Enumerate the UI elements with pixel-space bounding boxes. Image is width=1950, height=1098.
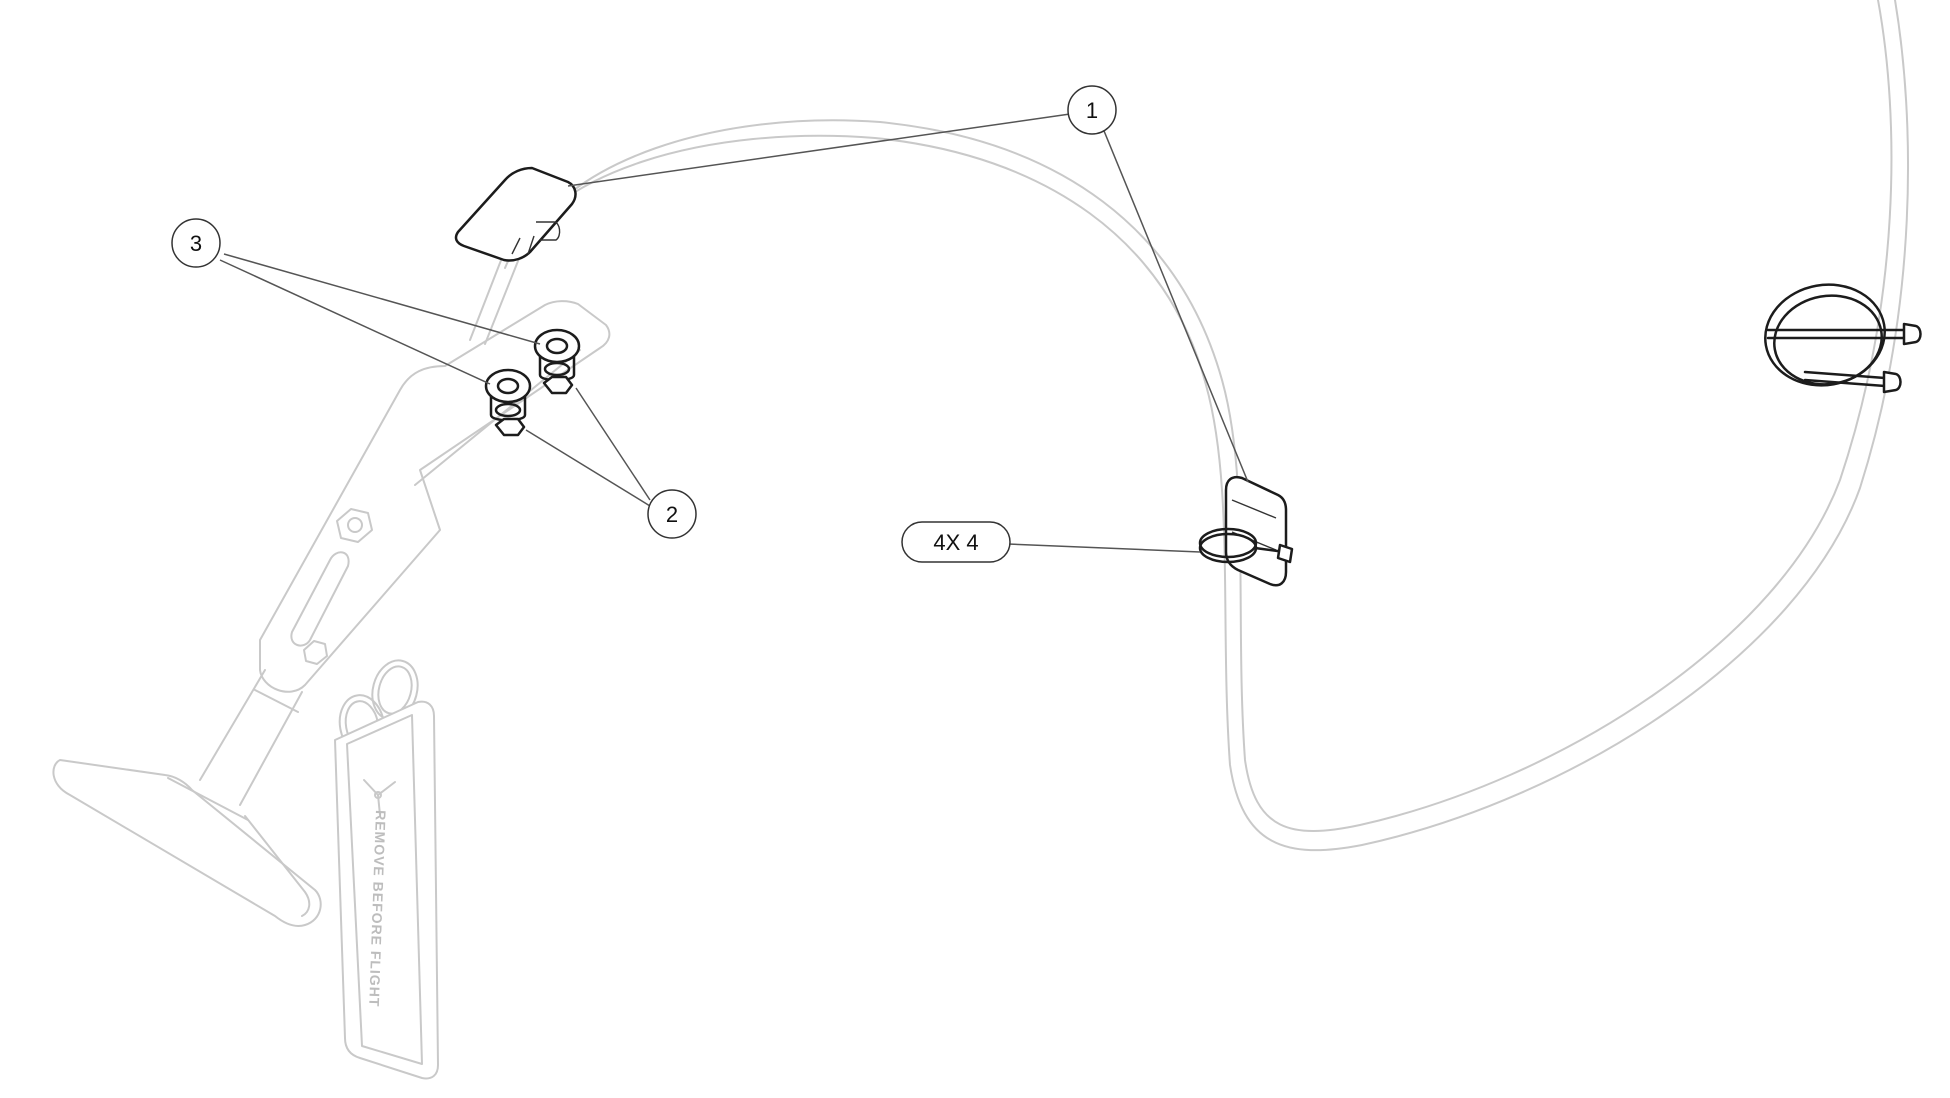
callout-1: 1 — [1067, 85, 1117, 135]
callout-3-label: 3 — [190, 231, 202, 256]
callout-2: 2 — [647, 489, 697, 539]
washer-nut-set-a — [533, 328, 581, 395]
tag-label: REMOVE BEFORE FLIGHT — [366, 810, 389, 1008]
cable-end-loop — [1764, 283, 1922, 394]
callout-4: 4X 4 — [901, 521, 1011, 563]
cable-assembly — [504, 0, 1910, 852]
leader-lines — [219, 113, 1249, 553]
pin-handle-assembly: REMOVE BEFORE FLIGHT — [52, 249, 611, 1080]
callout-3: 3 — [171, 218, 221, 268]
cable-clip-upper — [454, 166, 577, 262]
washer-nut-set-b — [484, 368, 532, 437]
callout-2-label: 2 — [666, 502, 678, 527]
propeller-logo-icon — [363, 779, 396, 816]
callout-4-label: 4X 4 — [933, 530, 978, 555]
cable-clamp-mid — [1198, 475, 1294, 587]
callout-1-label: 1 — [1086, 98, 1098, 123]
